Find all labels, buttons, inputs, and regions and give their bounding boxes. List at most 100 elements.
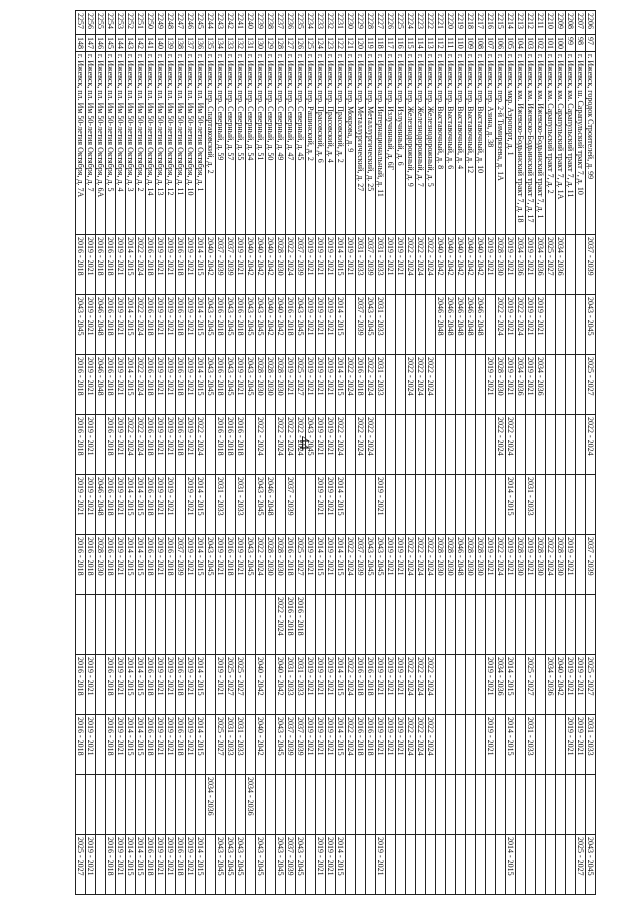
period-cell: 2022 - 2024 (135, 354, 146, 415)
period-cell: 2019 - 2021 (375, 654, 386, 715)
period-cell: 2019 - 2021 (305, 234, 316, 295)
period-cell: 2019 - 2021 (165, 654, 176, 715)
period-cell: 2037 - 2039 (285, 714, 296, 775)
period-cell (245, 414, 256, 475)
period-cell: 2043 - 2045 (365, 534, 376, 595)
period-cell: 2043 - 2045 (205, 294, 216, 355)
period-cell: 2028 - 2030 (275, 234, 286, 295)
period-cell: 2046 - 2048 (455, 534, 466, 595)
period-cell: 2034 - 2036 (555, 234, 566, 295)
period-cell (555, 474, 566, 535)
period-cell: 2019 - 2021 (215, 534, 226, 595)
address-cell: г. Ижевск, пер. Выставочный, д. 6 (445, 51, 456, 235)
period-cell: 2040 - 2042 (255, 714, 266, 775)
period-cell: 2043 - 2045 (225, 834, 236, 895)
period-cell (535, 594, 546, 655)
period-cell: 2019 - 2021 (565, 714, 576, 775)
period-cell: 2043 - 2045 (295, 294, 306, 355)
row-number-cell: 142 (135, 34, 146, 52)
address-cell: г. Ижевск, пл. Им 50-летия Октября, д. 2 (135, 51, 146, 235)
row-number-cell: 121 (345, 34, 356, 52)
address-cell: г. Ижевск, пл. Им 50-летия Октября, д. 6… (95, 51, 106, 235)
period-cell (175, 774, 186, 835)
period-cell (435, 714, 446, 775)
period-cell (385, 594, 396, 655)
period-cell: 2037 - 2039 (585, 234, 596, 295)
period-cell (185, 774, 196, 835)
period-cell: 2019 - 2021 (115, 834, 126, 895)
row-index-cell: 2210 (545, 10, 556, 35)
period-cell: 2028 - 2030 (275, 354, 286, 415)
period-cell: 2016 - 2018 (145, 834, 156, 895)
period-cell: 2014 - 2015 (195, 834, 206, 895)
period-cell (405, 834, 416, 895)
period-cell: 2019 - 2021 (375, 834, 386, 895)
period-cell (485, 294, 496, 355)
period-cell: 2034 - 2036 (205, 774, 216, 835)
row-number-cell: 132 (235, 34, 246, 52)
period-cell (435, 474, 446, 535)
period-cell (435, 654, 446, 715)
address-cell: г. Ижевск, пер. Прасовский, д. 6 (315, 51, 326, 235)
period-cell: 2022 - 2024 (425, 534, 436, 595)
row-index-cell: 2229 (355, 10, 366, 35)
period-cell: 2022 - 2024 (425, 714, 436, 775)
period-cell (165, 774, 176, 835)
row-number-cell: 145 (105, 34, 116, 52)
period-cell (445, 594, 456, 655)
row-index-cell: 2209 (555, 10, 566, 35)
period-cell: 2019 - 2021 (165, 414, 176, 475)
period-cell: 2034 - 2036 (515, 234, 526, 295)
period-cell: 2014 - 2015 (195, 474, 206, 535)
period-cell: 2034 - 2036 (545, 654, 556, 715)
period-cell: 2016 - 2018 (175, 654, 186, 715)
period-cell: 2014 - 2015 (335, 294, 346, 355)
period-cell: 2019 - 2021 (325, 714, 336, 775)
period-cell (575, 774, 586, 835)
period-cell: 2014 - 2015 (505, 654, 516, 715)
period-cell: 2043 - 2045 (585, 294, 596, 355)
row-number-cell: 103 (525, 34, 536, 52)
period-cell (95, 594, 106, 655)
period-cell (465, 714, 476, 775)
row-number-cell: 141 (145, 34, 156, 52)
period-cell: 2025 - 2027 (75, 834, 86, 895)
period-cell (405, 594, 416, 655)
period-cell (85, 594, 96, 655)
period-cell (425, 834, 436, 895)
period-cell: 2028 - 2030 (265, 354, 276, 415)
period-cell (215, 774, 226, 835)
period-cell (395, 834, 406, 895)
period-cell (425, 414, 436, 475)
period-cell (585, 594, 596, 655)
period-cell: 2022 - 2024 (345, 534, 356, 595)
period-cell: 2019 - 2021 (525, 234, 536, 295)
period-cell: 2014 - 2015 (135, 714, 146, 775)
row-number-cell: 144 (115, 34, 126, 52)
row-number-cell: 107 (485, 34, 496, 52)
period-cell: 2016 - 2018 (235, 294, 246, 355)
row-number-cell: 102 (535, 34, 546, 52)
address-cell: г. Ижевск, пер. Азина, д. 38 (485, 51, 496, 235)
period-cell: 2019 - 2021 (165, 714, 176, 775)
period-cell (175, 594, 186, 655)
period-cell: 2019 - 2021 (85, 834, 96, 895)
row-number-cell: 127 (285, 34, 296, 52)
row-number-cell: 135 (205, 34, 216, 52)
row-index-cell: 2226 (385, 10, 396, 35)
period-cell: 2034 - 2036 (245, 774, 256, 835)
period-cell (245, 834, 256, 895)
period-cell (445, 714, 456, 775)
period-cell: 2019 - 2021 (505, 534, 516, 595)
period-cell: 2014 - 2015 (195, 534, 206, 595)
period-cell: 2022 - 2024 (335, 414, 346, 475)
period-cell (525, 414, 536, 475)
period-cell: 2028 - 2030 (495, 354, 506, 415)
period-cell (305, 474, 316, 535)
period-cell: 2019 - 2021 (185, 294, 196, 355)
period-cell: 2016 - 2018 (165, 534, 176, 595)
row-number-cell: 108 (475, 34, 486, 52)
